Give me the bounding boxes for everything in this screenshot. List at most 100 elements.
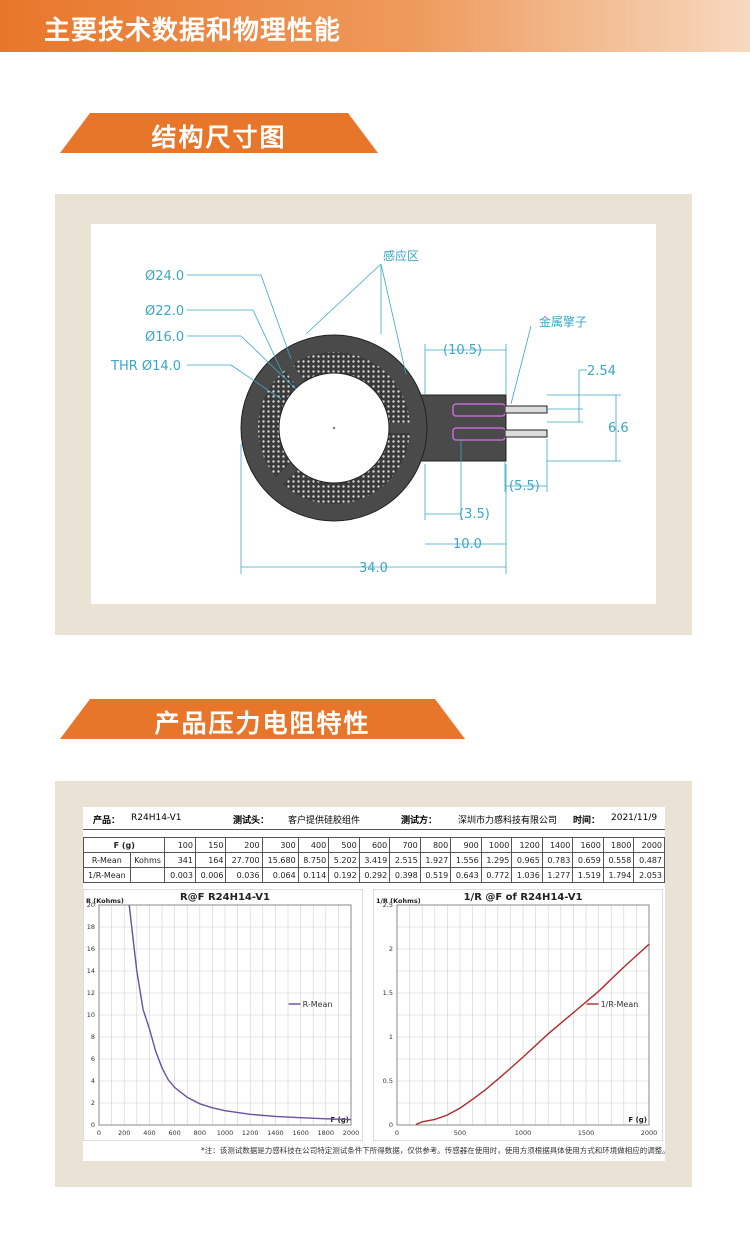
force-cell: 1800 [602, 837, 635, 853]
x-axis-label: F (g) [628, 1116, 647, 1124]
force-cell: 200 [225, 837, 263, 853]
r-cell: 2.515 [389, 852, 421, 868]
force-cell: 600 [358, 837, 391, 853]
x-tick-label: 2000 [641, 1129, 658, 1137]
x-tick-label: 0 [395, 1129, 399, 1137]
force-cell: 1400 [541, 837, 574, 853]
series-line [128, 904, 352, 1121]
y-tick-label: 4 [91, 1077, 95, 1085]
product-value: R24H14-V1 [131, 813, 182, 823]
r-cell: 341 [164, 852, 196, 868]
inv-cell: 0.036 [225, 867, 263, 883]
r-cell: 3.419 [358, 852, 391, 868]
y-tick-label: 12 [87, 989, 95, 997]
inv-r-unit [129, 867, 166, 883]
y-tick-label: 2 [91, 1099, 95, 1107]
inv-cell: 0.064 [261, 867, 299, 883]
force-cell: 100 [164, 837, 196, 853]
tester-value: 深圳市力感科技有限公司 [458, 816, 558, 826]
label-d16: Ø16.0 [145, 330, 184, 345]
x-tick-label: 1400 [267, 1129, 284, 1137]
x-tick-label: 1200 [242, 1129, 259, 1137]
report-header: 产品： R24H14-V1 测试头： 客户提供硅胶组件 测试方： 深圳市力感科技… [83, 807, 665, 830]
label-dim-55: (5.5) [509, 479, 540, 494]
y-axis-label: 1/R (Kohms) [376, 897, 421, 905]
disclaimer-note: *注：该测试数据是力感科技在公司特定测试条件下所得数据，仅供参考。传感器在使用时… [201, 1146, 670, 1155]
label-d22: Ø22.0 [145, 304, 184, 319]
force-cell: 900 [450, 837, 482, 853]
inv-cell: 1.036 [511, 867, 543, 883]
table-row-inv-r: 1/R-Mean 0.003 0.006 0.036 0.064 0.114 0… [83, 867, 665, 883]
y-tick-label: 2.5 [383, 901, 393, 909]
y-tick-label: 6 [91, 1055, 95, 1063]
head-value: 客户提供硅胶组件 [288, 816, 361, 826]
inv-cell: 0.772 [480, 867, 513, 883]
y-tick-label: 0.5 [383, 1077, 393, 1085]
y-tick-label: 14 [87, 967, 95, 975]
force-cell: 800 [419, 837, 452, 853]
y-tick-label: 8 [91, 1033, 95, 1041]
force-cell: 2000 [633, 837, 665, 853]
inv-cell: 0.398 [389, 867, 421, 883]
r-cell: 0.487 [633, 852, 665, 868]
inv-cell: 0.006 [194, 867, 227, 883]
r-cell: 27.700 [225, 852, 263, 868]
banner-shape [60, 699, 465, 739]
label-dim-254: 2.54 [587, 364, 616, 379]
x-tick-label: 800 [194, 1129, 206, 1137]
time-value: 2021/11/9 [611, 813, 658, 823]
r-cell: 15.680 [261, 852, 299, 868]
inv-cell: 0.114 [297, 867, 330, 883]
section-banner-structure: 结构尺寸图 [60, 113, 378, 153]
r-mean-unit: Kohms [129, 852, 166, 868]
x-tick-label: 1000 [217, 1129, 234, 1137]
x-tick-label: 400 [143, 1129, 155, 1137]
force-cell: 1600 [572, 837, 604, 853]
series-line [415, 943, 650, 1126]
label-dim-35: (3.5) [459, 507, 490, 522]
dimension-lines [187, 263, 621, 574]
x-tick-label: 1000 [515, 1129, 532, 1137]
label-dim-100: 10.0 [453, 537, 482, 552]
r-mean-label: R-Mean [83, 852, 131, 868]
label-dim-340: 34.0 [359, 561, 388, 576]
report-sheet: 产品： R24H14-V1 测试头： 客户提供硅胶组件 测试方： 深圳市力感科技… [82, 807, 670, 1161]
y-tick-label: 1.5 [383, 989, 393, 997]
force-label: F (g) [82, 837, 166, 853]
report-panel: 产品： R24H14-V1 测试头： 客户提供硅胶组件 测试方： 深圳市力感科技… [55, 781, 692, 1187]
table-row-force: F (g) 100 150 200 300 400 500 600 700 80… [82, 837, 665, 853]
label-sense-area: 感应区 [383, 248, 419, 263]
head-label: 测试头： [233, 816, 270, 826]
x-tick-label: 0 [97, 1129, 101, 1137]
section-title-structure: 结构尺寸图 [151, 123, 287, 152]
y-tick-label: 0 [91, 1121, 95, 1129]
x-tick-label: 200 [118, 1129, 130, 1137]
r-cell: 0.659 [572, 852, 604, 868]
time-label: 时间： [573, 816, 601, 826]
y-tick-label: 20 [87, 901, 95, 909]
plot-area [98, 904, 352, 1126]
x-tick-label: 500 [454, 1129, 466, 1137]
force-cell: 300 [261, 837, 299, 853]
data-table: F (g) 100 150 200 300 400 500 600 700 80… [82, 837, 665, 883]
r-cell: 0.783 [541, 852, 574, 868]
structure-drawing-area: Ø24.0 Ø22.0 Ø16.0 THR Ø14.0 感应区 金属擎子 (10… [91, 224, 656, 604]
force-cell: 1000 [480, 837, 513, 853]
x-axis-label: F (g) [330, 1116, 349, 1124]
inv-cell: 2.053 [633, 867, 665, 883]
inv-cell: 0.519 [419, 867, 452, 883]
inv-r-label: 1/R-Mean [83, 867, 131, 883]
label-dim-105: (10.5) [443, 343, 482, 358]
y-tick-label: 10 [87, 1011, 95, 1019]
label-metal-pin: 金属擎子 [539, 314, 587, 329]
x-tick-label: 1500 [578, 1129, 595, 1137]
r-cell: 0.558 [602, 852, 635, 868]
force-cell: 700 [389, 837, 421, 853]
x-tick-label: 1800 [318, 1129, 335, 1137]
force-cell: 400 [297, 837, 330, 853]
banner-shape [60, 113, 378, 153]
legend-label: 1/R-Mean [601, 1000, 639, 1009]
force-cell: 500 [328, 837, 360, 853]
chart-title: 1/R @F of R24H14-V1 [464, 892, 583, 903]
metal-pins [504, 405, 548, 438]
